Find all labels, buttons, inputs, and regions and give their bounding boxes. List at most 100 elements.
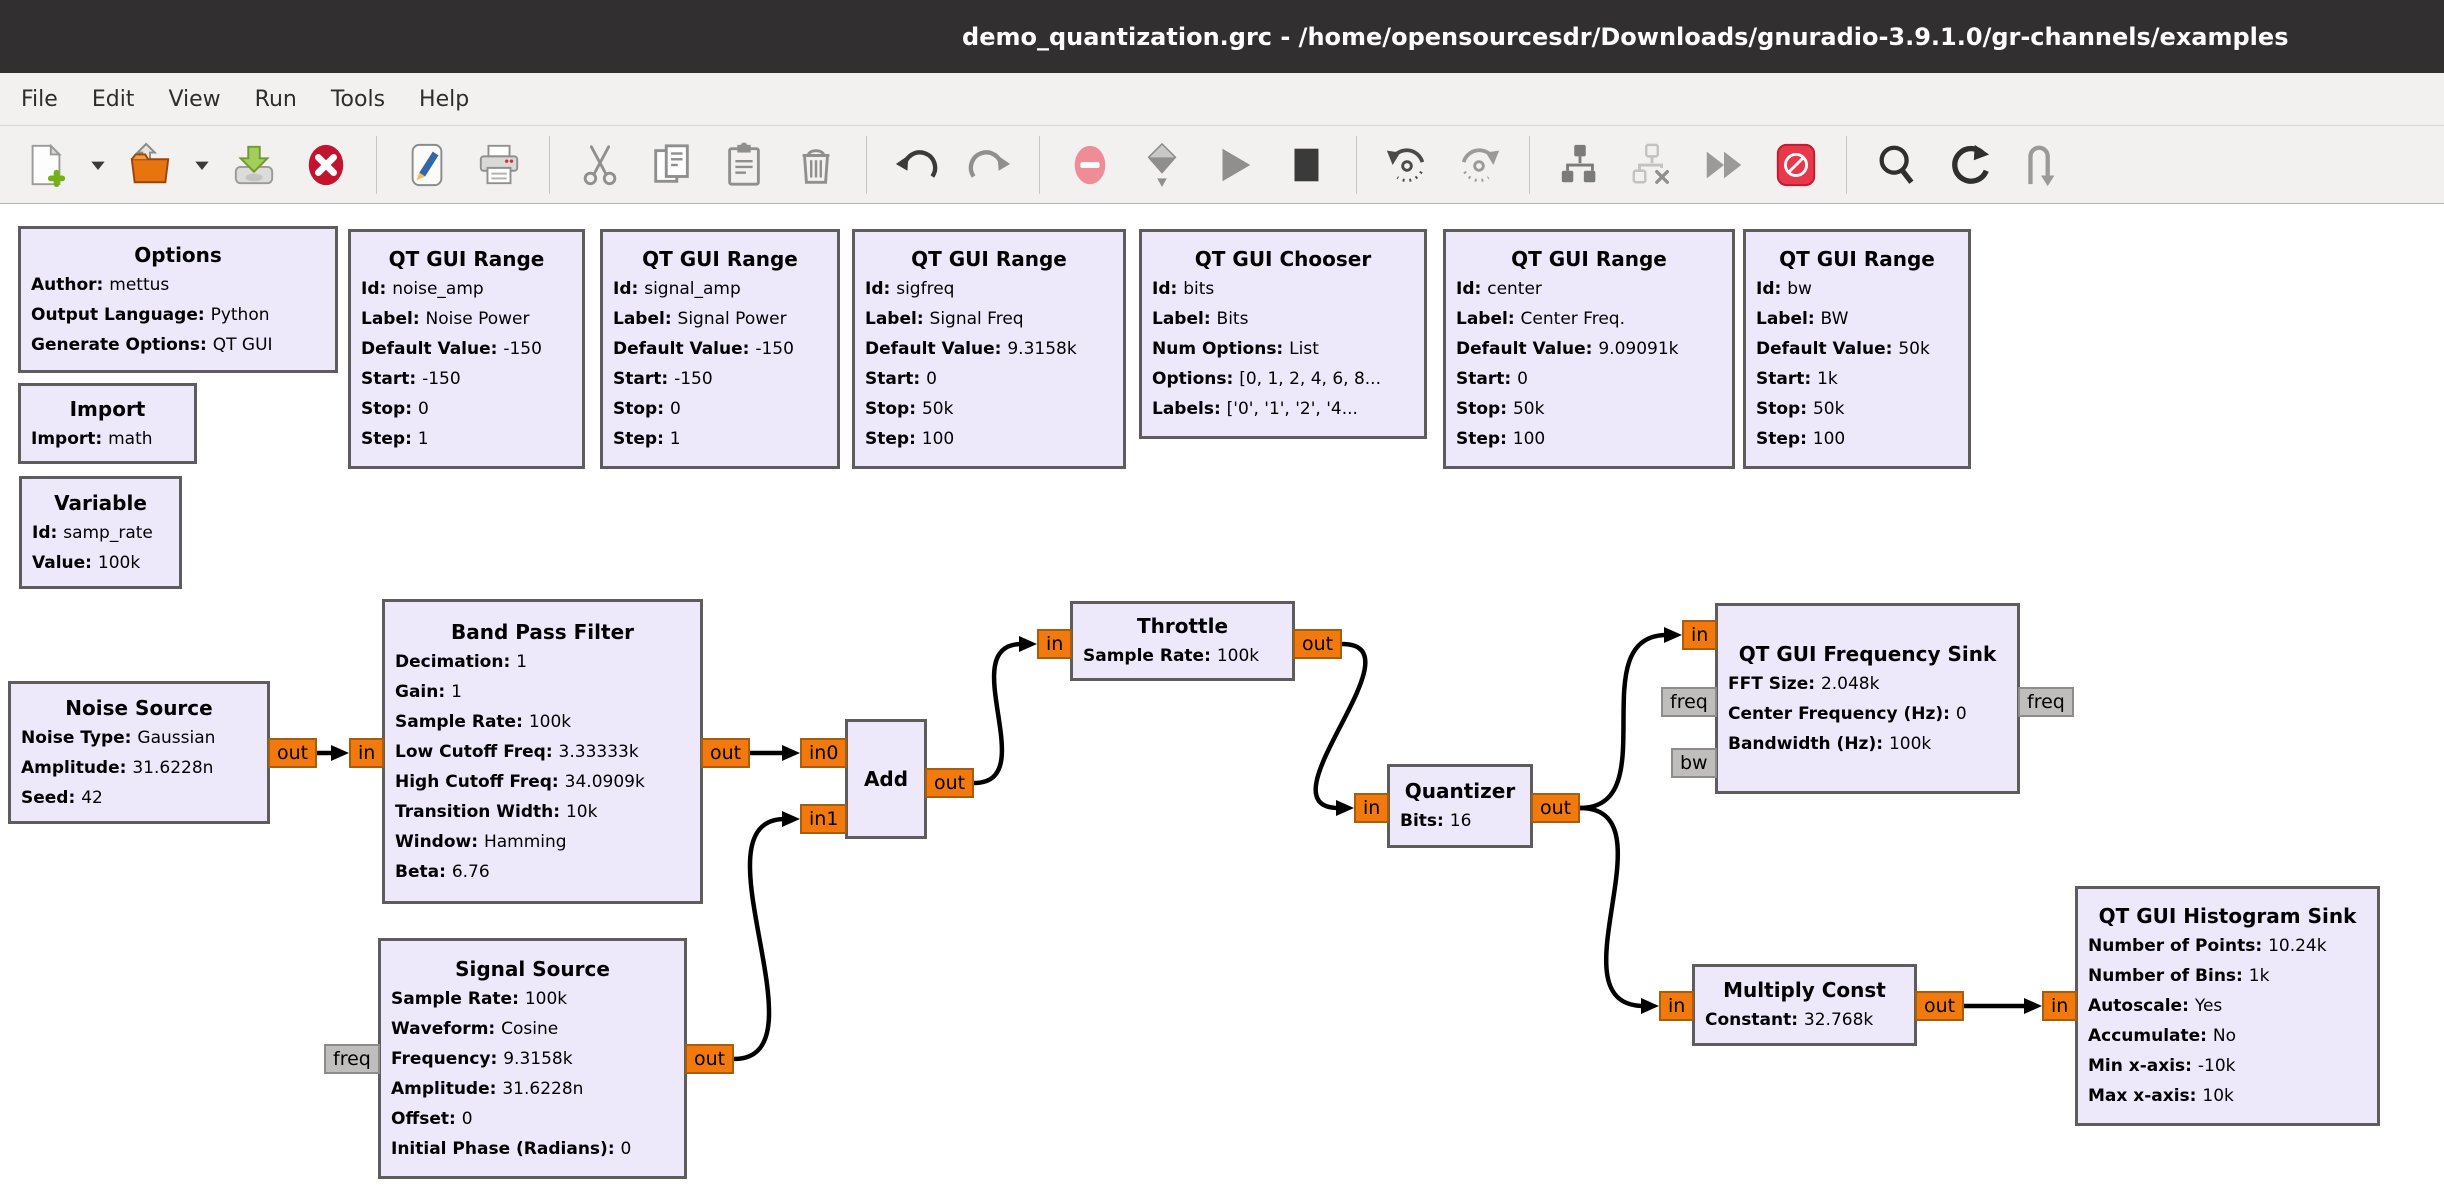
port-qt_gui_frequency_sink-in[interactable]: in bbox=[1682, 620, 1718, 650]
block-title: QT GUI Range bbox=[388, 247, 545, 271]
param-key: Label: bbox=[865, 309, 930, 329]
open-hier-block-button[interactable] bbox=[1628, 137, 1676, 193]
port-quantizer-out[interactable]: out bbox=[1531, 793, 1581, 823]
port-signal_source-out[interactable]: out bbox=[685, 1044, 735, 1074]
param-key: Label: bbox=[613, 309, 678, 329]
generate-flowgraph-button[interactable] bbox=[1138, 137, 1186, 193]
port-signal_source-freq[interactable]: freq bbox=[324, 1044, 380, 1074]
param-key: Label: bbox=[1756, 309, 1821, 329]
save-flowgraph-button[interactable] bbox=[230, 137, 278, 193]
edit-properties-button[interactable] bbox=[403, 137, 451, 193]
connection-quantizer.out-to-multiply_const.in[interactable] bbox=[1579, 805, 1645, 1009]
new-flowgraph-dropdown-button[interactable] bbox=[87, 137, 109, 193]
cut-button[interactable] bbox=[576, 137, 624, 193]
menu-help[interactable]: Help bbox=[419, 86, 470, 112]
menu-edit[interactable]: Edit bbox=[91, 86, 135, 112]
block-title: Signal Source bbox=[455, 956, 610, 981]
copy-button[interactable] bbox=[648, 137, 696, 193]
param-value: mettus bbox=[109, 274, 170, 295]
param-value: math bbox=[108, 428, 153, 449]
port-qt_gui_frequency_sink-bw[interactable]: bw bbox=[1671, 748, 1717, 778]
port-qt_gui_frequency_sink-freq_out[interactable]: freq bbox=[2018, 687, 2074, 717]
create-hier-block-button[interactable] bbox=[1556, 137, 1604, 193]
open-recent-dropdown-button[interactable] bbox=[191, 137, 213, 193]
port-band_pass_filter-out[interactable]: out bbox=[701, 738, 751, 768]
port-qt_gui_frequency_sink-freq_in[interactable]: freq bbox=[1661, 687, 1717, 717]
block-param: Start: 0 bbox=[1446, 364, 1732, 394]
block-param: Seed: 42 bbox=[11, 783, 267, 813]
block-param: Options: [0, 1, 2, 4, 6, 8... bbox=[1142, 364, 1424, 394]
delete-button[interactable] bbox=[792, 137, 840, 193]
new-flowgraph-button[interactable] bbox=[22, 137, 70, 193]
print-flowgraph-button[interactable] bbox=[475, 137, 523, 193]
redo-button[interactable] bbox=[965, 137, 1013, 193]
connection-signal_source.out-to-add.in1[interactable] bbox=[733, 816, 786, 1062]
port-noise_source-out[interactable]: out bbox=[268, 738, 318, 768]
block-param: Sample Rate: 100k bbox=[385, 707, 700, 737]
kill-flowgraph-button[interactable] bbox=[1282, 137, 1330, 193]
menu-file[interactable]: File bbox=[21, 86, 58, 112]
port-band_pass_filter-in[interactable]: in bbox=[349, 738, 385, 768]
param-key: Default Value: bbox=[613, 339, 756, 359]
paste-button[interactable] bbox=[720, 137, 768, 193]
cancel-action-button[interactable] bbox=[1772, 137, 1820, 193]
block-add[interactable]: Add bbox=[845, 719, 927, 839]
menu-tools[interactable]: Tools bbox=[330, 86, 386, 112]
port-add-in0[interactable]: in0 bbox=[800, 738, 848, 768]
port-add-in1[interactable]: in1 bbox=[800, 804, 848, 834]
param-key: Sample Rate: bbox=[395, 711, 529, 732]
param-value: BW bbox=[1820, 309, 1849, 329]
connection-throttle.out-to-quantizer.in[interactable] bbox=[1313, 641, 1368, 811]
connection-add.out-to-throttle.in[interactable] bbox=[973, 641, 1023, 786]
open-flowgraph-button[interactable] bbox=[126, 137, 174, 193]
select-flow-button[interactable] bbox=[2017, 137, 2065, 193]
block-param: Label: Bits bbox=[1142, 304, 1424, 334]
port-multiply_const-in[interactable]: in bbox=[1659, 991, 1695, 1021]
param-key: Bandwidth (Hz): bbox=[1728, 733, 1889, 754]
block-param: Step: 100 bbox=[1446, 424, 1732, 454]
menu-run[interactable]: Run bbox=[254, 86, 297, 112]
block-param: Label: Signal Power bbox=[603, 304, 837, 334]
param-value: 10.24k bbox=[2268, 936, 2327, 956]
caret-down-icon bbox=[192, 155, 212, 175]
close-flowgraph-button[interactable] bbox=[302, 137, 350, 193]
port-qt_gui_histogram_sink-in[interactable]: in bbox=[2042, 991, 2078, 1021]
port-add-out[interactable]: out bbox=[925, 768, 975, 798]
menu-view[interactable]: View bbox=[168, 86, 221, 112]
port-throttle-in[interactable]: in bbox=[1037, 629, 1073, 659]
view-errors-button[interactable] bbox=[1066, 137, 1114, 193]
reload-blocks-button[interactable] bbox=[1383, 137, 1431, 193]
flowgraph-speed-button[interactable] bbox=[1700, 137, 1748, 193]
undo-button[interactable] bbox=[893, 137, 941, 193]
port-quantizer-in[interactable]: in bbox=[1354, 793, 1390, 823]
find-block-button[interactable] bbox=[1873, 137, 1921, 193]
connection-arrowhead bbox=[2024, 998, 2042, 1014]
param-key: Id: bbox=[1756, 279, 1788, 299]
port-throttle-out[interactable]: out bbox=[1293, 629, 1343, 659]
reload-flowgraph-button[interactable] bbox=[1455, 137, 1503, 193]
param-key: Start: bbox=[1756, 369, 1818, 389]
execute-flowgraph-button[interactable] bbox=[1210, 137, 1258, 193]
connection-quantizer.out-to-qt_gui_frequency_sink.in[interactable] bbox=[1579, 632, 1668, 811]
reload-button[interactable] bbox=[1945, 137, 1993, 193]
port-multiply_const-out[interactable]: out bbox=[1915, 991, 1965, 1021]
param-value: 50k bbox=[1898, 339, 1930, 359]
